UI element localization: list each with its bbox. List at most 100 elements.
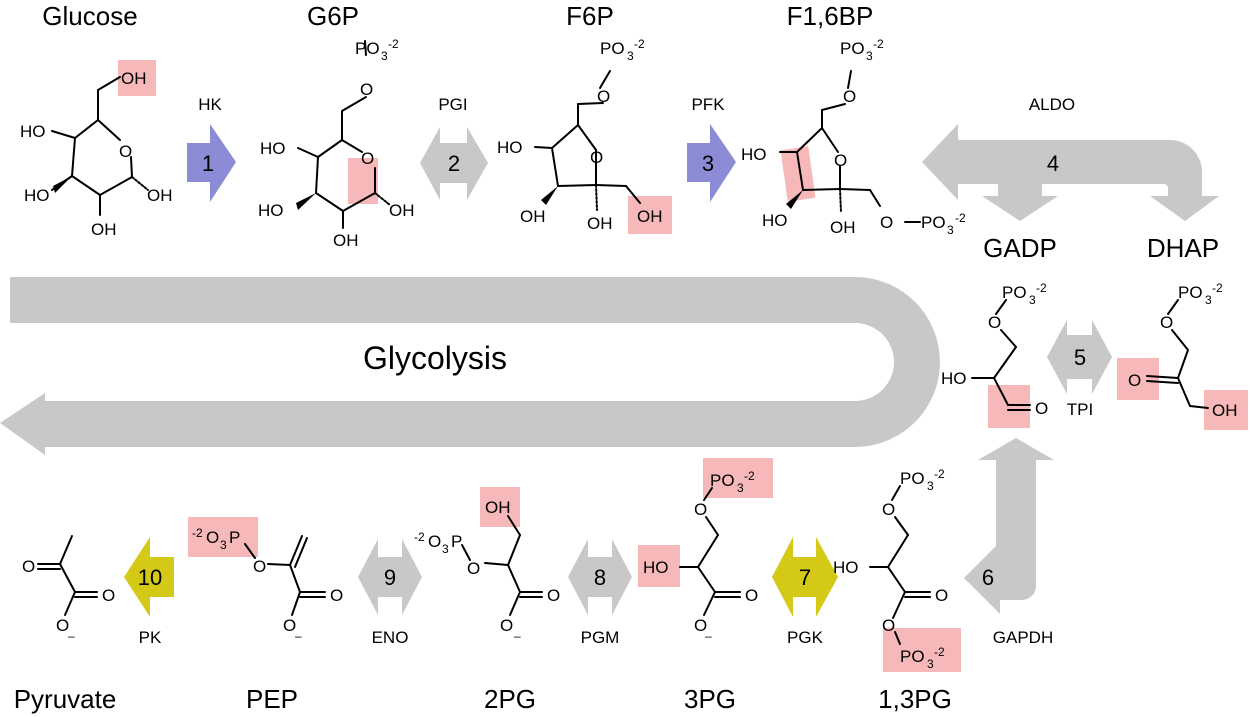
g6p-structure: PO 3 -2 O O HO HO OH OH (258, 37, 415, 250)
enzyme-eno: ENO (372, 628, 409, 647)
svg-text:O: O (206, 528, 219, 547)
f16bp-structure: PO 3 -2 O O HO HO OH O PO 3 -2 (741, 37, 966, 237)
glucose-highlight-c6-oh (118, 60, 156, 96)
gadp-highlight-aldehyde (988, 385, 1030, 428)
svg-text:OH: OH (147, 186, 173, 205)
svg-text:O: O (834, 151, 847, 170)
metabolite-13bpg: 1,3PG (878, 684, 952, 714)
f6p-structure: PO 3 -2 O O HO OH OH OH (497, 37, 672, 234)
metabolite-pep: PEP (246, 684, 298, 714)
step-3-number: 3 (702, 151, 714, 176)
glucose-structure: OH O HO HO OH OH (20, 60, 173, 239)
svg-text:PO: PO (900, 647, 925, 666)
step-1-number: 1 (202, 151, 214, 176)
svg-text:HO: HO (833, 558, 859, 577)
svg-text:HO: HO (260, 139, 286, 158)
svg-text:PO: PO (600, 39, 625, 58)
svg-text:O: O (988, 313, 1001, 332)
pyruvate-structure: O O O – (22, 535, 115, 643)
svg-text:O: O (119, 142, 132, 161)
glycolysis-label: Glycolysis (363, 340, 507, 376)
svg-text:O: O (880, 213, 893, 232)
svg-text:-2: -2 (414, 530, 425, 544)
svg-text:HO: HO (941, 369, 967, 388)
dhap-highlight-ketone (1117, 358, 1159, 400)
enzyme-gapdh: GAPDH (993, 628, 1053, 647)
svg-text:O: O (428, 532, 441, 551)
gadp-structure: PO 3 -2 O HO O (941, 281, 1048, 428)
svg-text:O: O (882, 500, 895, 519)
svg-text:O: O (547, 586, 560, 605)
svg-text:-2: -2 (192, 526, 203, 540)
metabolite-3pg: 3PG (684, 684, 736, 714)
g6p-highlight-c1 (348, 158, 378, 204)
svg-text:O: O (330, 586, 343, 605)
svg-text:OH: OH (485, 498, 511, 517)
3pg-structure: PO 3 -2 O HO O O – (638, 458, 773, 643)
metabolite-2pg: 2PG (484, 684, 536, 714)
svg-text:–: – (514, 629, 521, 643)
svg-text:OH: OH (830, 218, 856, 237)
enzyme-tpi: TPI (1067, 400, 1093, 419)
svg-text:O: O (597, 87, 610, 106)
f6p-highlight-oh (628, 196, 672, 234)
svg-text:O: O (283, 616, 296, 635)
svg-text:O: O (361, 149, 374, 168)
svg-text:-2: -2 (934, 645, 945, 659)
pep-structure: -2 O 3 P O O O – (188, 517, 343, 643)
step-4-number: 4 (1047, 151, 1059, 176)
svg-text:OH: OH (520, 207, 546, 226)
3pg-highlight-oh (638, 545, 680, 587)
enzyme-pk: PK (139, 628, 162, 647)
svg-text:HO: HO (24, 186, 50, 205)
metabolite-glucose: Glucose (42, 1, 137, 31)
svg-text:–: – (68, 629, 75, 643)
f16bp-highlight-bond (780, 146, 816, 202)
svg-text:O: O (694, 500, 707, 519)
svg-text:3: 3 (866, 49, 873, 63)
svg-text:O: O (745, 586, 758, 605)
pep-highlight-phosphate (188, 517, 258, 557)
svg-text:-2: -2 (934, 467, 945, 481)
svg-text:HO: HO (497, 138, 523, 157)
svg-text:PO: PO (1002, 283, 1027, 302)
step-6-arrow (964, 438, 1054, 614)
step-10-arrow (124, 537, 174, 617)
svg-text:O: O (360, 80, 373, 99)
step-8-number: 8 (594, 565, 606, 590)
2pg-structure: OH O -2 O 3 P O O – (414, 487, 560, 643)
step-7-number: 7 (799, 565, 811, 590)
svg-text:3: 3 (737, 481, 744, 495)
step-2-arrow (420, 127, 488, 200)
svg-text:3: 3 (1029, 293, 1036, 307)
svg-text:OH: OH (637, 207, 663, 226)
step-4-arrow (922, 124, 1219, 221)
svg-text:OH: OH (121, 69, 147, 88)
svg-text:O: O (253, 557, 266, 576)
dhap-structure: PO 3 -2 O O OH (1117, 281, 1248, 430)
svg-text:-2: -2 (1036, 281, 1047, 295)
svg-text:O: O (22, 557, 35, 576)
svg-text:3: 3 (927, 479, 934, 493)
2pg-highlight-ch2oh (480, 487, 520, 527)
svg-text:3: 3 (627, 49, 634, 63)
step-5-arrow (1047, 320, 1112, 394)
svg-text:3: 3 (381, 49, 388, 63)
enzyme-aldo: ALDO (1029, 95, 1075, 114)
svg-text:O: O (1035, 399, 1048, 418)
svg-text:PO: PO (710, 471, 735, 490)
svg-text:-2: -2 (744, 469, 755, 483)
step-1-arrow (187, 124, 236, 202)
enzyme-pgi: PGI (438, 95, 467, 114)
svg-text:O: O (1128, 371, 1141, 390)
svg-text:O: O (935, 586, 948, 605)
svg-text:O: O (56, 616, 69, 635)
step-6-number: 6 (982, 565, 994, 590)
svg-text:O: O (694, 616, 707, 635)
svg-text:O: O (1160, 313, 1173, 332)
metabolite-g6p: G6P (307, 1, 359, 31)
svg-text:3: 3 (927, 657, 934, 671)
svg-text:-2: -2 (873, 37, 884, 51)
svg-text:3: 3 (442, 542, 449, 556)
